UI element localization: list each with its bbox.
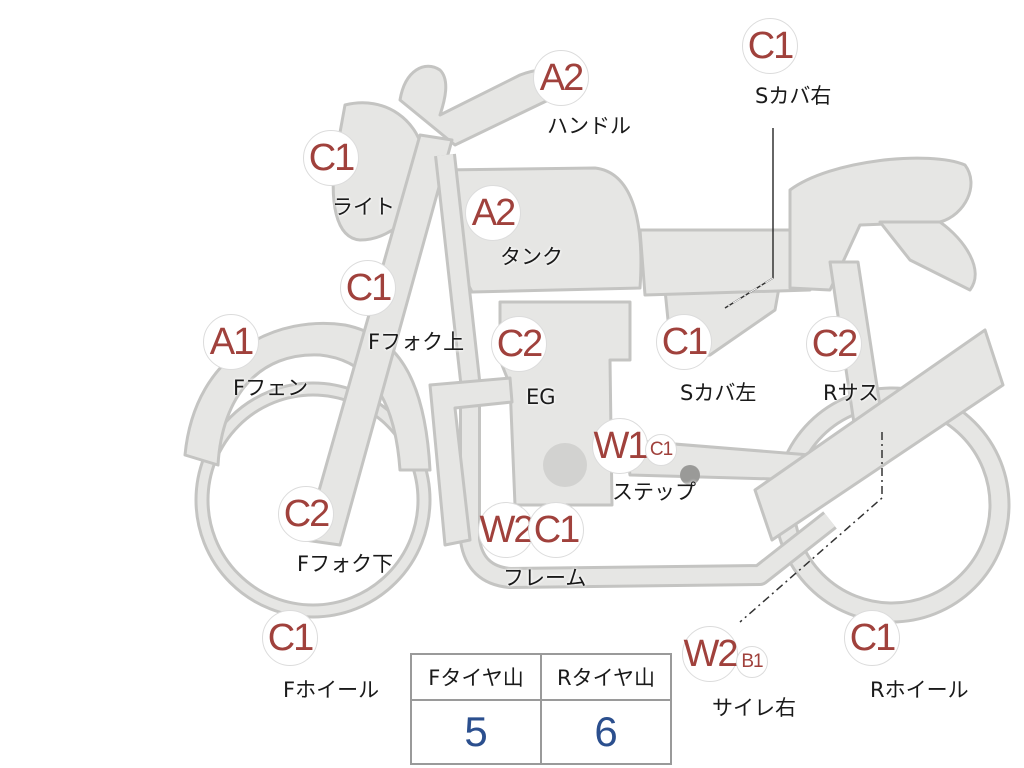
grade-badge-light-1: C1 (303, 130, 359, 186)
part-label-engine: EG (526, 385, 556, 409)
grade-badge-handle-1: A2 (533, 50, 589, 106)
rear-tire-value: 6 (540, 699, 672, 765)
part-label-r-sus: Rサス (823, 381, 880, 405)
tire-tread-table: Fタイヤ山 Rタイヤ山 5 6 (410, 653, 672, 765)
silencer-shape (753, 328, 1005, 542)
part-label-f-fork-down: Fフォク下 (297, 552, 394, 576)
step-peg-shape (680, 465, 700, 485)
grade-badge-s-cover-l-1: C1 (656, 314, 712, 370)
rear-tire-header: Rタイヤ山 (540, 653, 672, 701)
grade-badge-f-fork-down-1: C2 (278, 486, 334, 542)
rear-fender-shape (878, 220, 977, 292)
part-label-f-fork-up: Fフォク上 (368, 330, 465, 354)
engine-cover-shape (543, 443, 587, 487)
grade-badge-r-wheel-1: C1 (844, 610, 900, 666)
part-label-step: ステップ (612, 480, 696, 504)
grade-badge-f-wheel-1: C1 (262, 610, 318, 666)
grade-badge-f-fork-up-1: C1 (340, 260, 396, 316)
front-tire-header: Fタイヤ山 (410, 653, 542, 701)
part-label-tank: タンク (500, 245, 563, 269)
grade-badge-tank-1: A2 (465, 185, 521, 241)
grade-badge-engine-1: C2 (491, 316, 547, 372)
grade-badge-silencer-r-2: B1 (736, 646, 768, 678)
grade-badge-step-2: C1 (645, 434, 677, 466)
grade-badge-r-sus-1: C2 (806, 316, 862, 372)
part-label-s-cover-r: Sカバ右 (755, 84, 832, 108)
part-label-frame: フレーム (503, 566, 587, 590)
rear-frame-shape (638, 228, 812, 297)
leader-line-silencer (739, 432, 883, 623)
part-label-silencer-r: サイレ右 (712, 696, 796, 720)
grade-badge-silencer-r-1: W2 (682, 626, 739, 682)
exhaust-pipe-shape (428, 376, 514, 547)
part-label-light: ライト (332, 195, 395, 219)
grade-badge-s-cover-r-1: C1 (742, 18, 798, 74)
grade-badge-f-fender-1: A1 (203, 314, 259, 370)
part-label-r-wheel: Rホイール (870, 678, 969, 702)
part-label-s-cover-l: Sカバ左 (680, 381, 757, 405)
front-fork-shape (303, 133, 454, 547)
grade-badge-step-1: W1 (592, 418, 649, 474)
front-tire-value: 5 (410, 699, 542, 765)
grade-badge-frame-2: C1 (528, 502, 584, 558)
grade-badge-frame-1: W2 (478, 502, 535, 558)
part-label-f-fender: Fフェン (233, 376, 309, 400)
part-label-f-wheel: Fホイール (283, 678, 380, 702)
rear-wheel-shape (773, 386, 1011, 624)
part-label-handle: ハンドル (547, 114, 631, 138)
front-wheel-shape (194, 381, 432, 619)
